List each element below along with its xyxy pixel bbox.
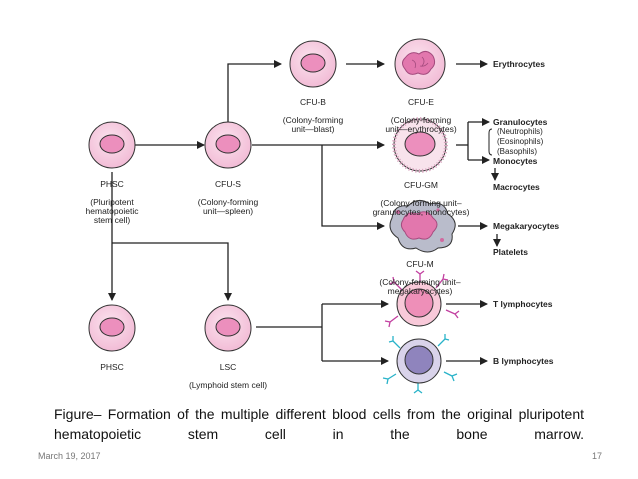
cell-phsc bbox=[88, 121, 136, 169]
output-monocytes: Monocytes bbox=[493, 156, 538, 166]
cfue-desc: (Colony-forming unit—erythrocytes) bbox=[385, 115, 457, 134]
arrow-to-cfum bbox=[321, 145, 385, 230]
lsc-desc: (Lymphoid stem cell) bbox=[188, 380, 268, 390]
output-b-lymphocytes: B lymphocytes bbox=[493, 356, 554, 366]
cfugm-name: CFU-GM bbox=[404, 180, 438, 190]
output-t-lymphocytes: T lymphocytes bbox=[493, 299, 553, 309]
output-eosinophils: (Eosinophils) bbox=[497, 137, 544, 146]
cfugm-label: CFU-GM (Colony-forming unit– granulocyte… bbox=[356, 172, 486, 217]
cfub-label: CFU-B (Colony-forming unit—blast) bbox=[263, 89, 363, 134]
output-basophils: (Basophils) bbox=[497, 147, 538, 156]
cell-cfugm bbox=[392, 117, 448, 173]
cell-lsc bbox=[204, 304, 252, 352]
cfub-name: CFU-B bbox=[300, 97, 326, 107]
figure-caption: Figure– Formation of the multiple differ… bbox=[54, 406, 584, 442]
cfus-desc: (Colony-forming unit—spleen) bbox=[197, 197, 259, 216]
cfue-name: CFU-E bbox=[408, 97, 434, 107]
cell-phsc2 bbox=[88, 304, 136, 352]
phsc-desc: (Pluripotent hematopoietic stem cell) bbox=[85, 197, 139, 225]
phsc-label: PHSC (Pluripotent hematopoietic stem cel… bbox=[62, 171, 162, 225]
phsc-name: PHSC bbox=[100, 179, 124, 189]
phsc2-name: PHSC bbox=[100, 362, 124, 372]
output-platelets: Platelets bbox=[493, 247, 528, 257]
cell-cfub bbox=[289, 40, 337, 88]
cfum-label: CFU-M (Colony-forming unit– megakaryocyt… bbox=[360, 251, 480, 296]
cell-cfum bbox=[389, 200, 456, 253]
cfugm-desc: (Colony-forming unit– granulocytes, mono… bbox=[372, 198, 470, 217]
lsc-label: LSC (Lymphoid stem cell) bbox=[168, 354, 288, 390]
lsc-name: LSC bbox=[219, 362, 237, 372]
output-macrocytes: Macrocytes bbox=[493, 182, 540, 192]
arrow-cfus-cfub bbox=[227, 60, 282, 123]
cfub-desc: (Colony-forming unit—blast) bbox=[282, 115, 344, 134]
arrow-to-lsc bbox=[112, 242, 232, 301]
cfus-label: CFU-S (Colony-forming unit—spleen) bbox=[178, 171, 278, 216]
page-number: 17 bbox=[592, 451, 603, 461]
cell-b-lymphocyte bbox=[382, 334, 458, 394]
cfue-label: CFU-E (Colony-forming unit—erythrocytes) bbox=[366, 89, 476, 134]
cfus-name: CFU-S bbox=[215, 179, 241, 189]
output-erythrocytes: Erythrocytes bbox=[493, 59, 545, 69]
cell-t-lymphocyte bbox=[384, 270, 460, 328]
cell-cfue bbox=[394, 38, 446, 90]
phsc2-label: PHSC bbox=[62, 354, 162, 372]
output-granulocytes: Granulocytes bbox=[493, 117, 548, 127]
output-megakaryocytes: Megakaryocytes bbox=[493, 221, 560, 231]
cell-cfus bbox=[204, 121, 252, 169]
footer-date: March 19, 2017 bbox=[38, 451, 101, 461]
cfum-name: CFU-M bbox=[406, 259, 434, 269]
connectors bbox=[108, 60, 501, 365]
output-neutrophils: (Neutrophils) bbox=[497, 127, 543, 136]
cfum-desc: (Colony-forming unit– megakaryocytes) bbox=[379, 277, 461, 296]
granulocyte-brace bbox=[488, 128, 493, 156]
